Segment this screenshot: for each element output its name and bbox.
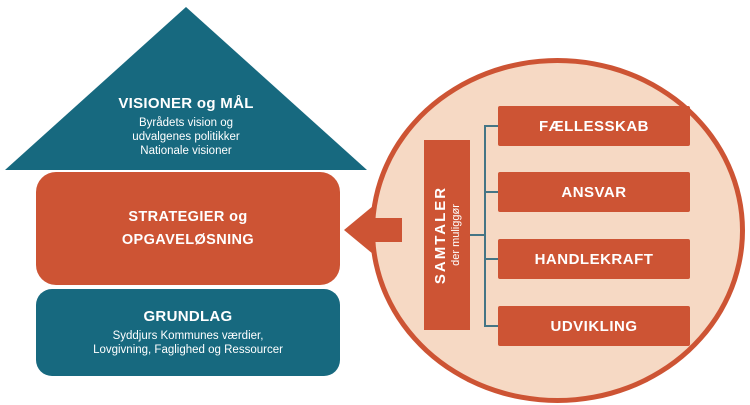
strategy-line: STRATEGIER og bbox=[128, 208, 248, 225]
value-box-ansvar: ANSVAR bbox=[498, 172, 690, 212]
roof-title: VISIONER og MÅL bbox=[118, 95, 254, 112]
samtaler-subtitle: der muliggør bbox=[450, 204, 462, 266]
connector-stub bbox=[470, 234, 484, 236]
value-box-faellesskab: FÆLLESSKAB bbox=[498, 106, 690, 146]
value-box-handlekraft: HANDLEKRAFT bbox=[498, 239, 690, 279]
value-box-label: FÆLLESSKAB bbox=[539, 117, 649, 135]
value-box-udvikling: UDVIKLING bbox=[498, 306, 690, 346]
connector-trunk bbox=[484, 125, 486, 327]
foundation-subtitle-line: Syddjurs Kommunes værdier, bbox=[112, 330, 264, 342]
strategy-box: STRATEGIER og OPGAVELØSNING bbox=[36, 172, 340, 285]
house-roof-triangle bbox=[5, 7, 367, 170]
strategy-line: OPGAVELØSNING bbox=[121, 231, 255, 248]
value-box-label: ANSVAR bbox=[561, 183, 627, 201]
foundation-subtitle-line: Lovgivning, Faglighed og Ressourcer bbox=[93, 344, 283, 356]
value-box-label: UDVIKLING bbox=[550, 317, 638, 335]
roof-subtitle-line: udvalgenes politikker bbox=[132, 131, 240, 143]
samtaler-box: SAMTALER der muliggør bbox=[424, 140, 470, 330]
samtaler-title: SAMTALER bbox=[432, 185, 449, 285]
value-box-label: HANDLEKRAFT bbox=[534, 250, 654, 268]
roof-subtitle-line: Byrådets vision og bbox=[139, 117, 233, 129]
connector-branch bbox=[484, 191, 498, 193]
connector-branch bbox=[484, 125, 498, 127]
left-arrow-icon bbox=[344, 206, 373, 254]
samtaler-rotated-text: SAMTALER der muliggør bbox=[432, 141, 462, 329]
roof-subtitle-line: Nationale visioner bbox=[140, 145, 232, 157]
left-arrow-shaft bbox=[371, 218, 402, 242]
connector-branch bbox=[484, 325, 498, 327]
roof-text: VISIONER og MÅL Byrådets vision og udval… bbox=[5, 95, 367, 158]
foundation-title: GRUNDLAG bbox=[143, 308, 233, 325]
connector-branch bbox=[484, 258, 498, 260]
foundation-box: GRUNDLAG Syddjurs Kommunes værdier, Lovg… bbox=[36, 289, 340, 376]
